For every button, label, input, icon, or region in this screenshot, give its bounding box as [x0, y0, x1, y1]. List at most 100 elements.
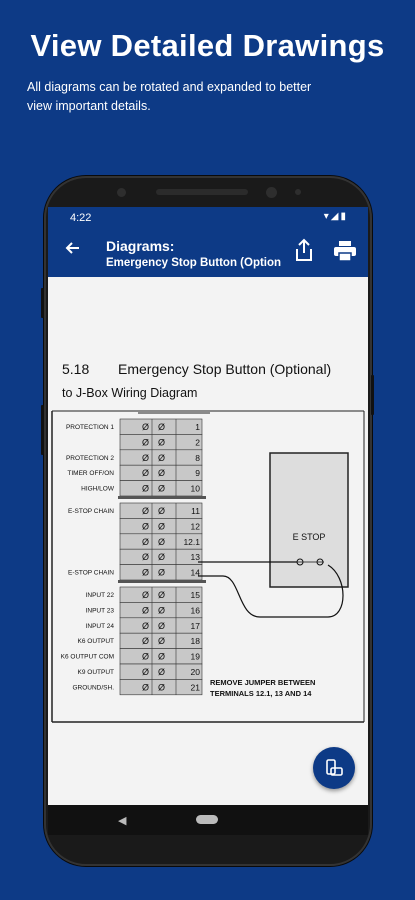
terminal-screw-symbol: Ø [158, 682, 165, 692]
terminal-number: 12 [191, 521, 201, 531]
signal-icon: ◢ [330, 211, 341, 222]
terminal-label: GROUND/SH. [72, 684, 114, 691]
rotate-screen-button[interactable] [313, 747, 355, 789]
terminal-label: K6 OUTPUT COM [61, 654, 114, 661]
terminal-number: 19 [191, 652, 201, 662]
terminal-screw-symbol: Ø [158, 568, 165, 578]
promo-subtext-line1: All diagrams can be rotated and expanded… [27, 80, 312, 94]
sensor-icon [117, 188, 126, 197]
phone-side-button [41, 288, 44, 318]
terminal-number: 17 [191, 621, 201, 631]
terminal-number: 14 [191, 568, 201, 578]
terminal-separator [118, 496, 206, 499]
terminal-label: K6 OUTPUT [78, 638, 115, 645]
terminal-screw-symbol: Ø [142, 652, 149, 662]
terminal-screw-symbol: Ø [142, 521, 149, 531]
terminal-screw-symbol: Ø [142, 437, 149, 447]
wifi-icon: ▾ [323, 211, 331, 222]
terminal-screw-symbol: Ø [158, 484, 165, 494]
diagram-subheading: to J-Box Wiring Diagram [62, 386, 197, 400]
app-bar-title: Diagrams: [106, 238, 175, 254]
terminal-label: E-STOP CHAIN [68, 570, 114, 577]
nav-home-icon[interactable] [196, 815, 218, 824]
print-icon[interactable] [334, 241, 356, 266]
terminal-number: 20 [191, 667, 201, 677]
terminal-label: PROTECTION 1 [66, 424, 114, 431]
terminal-screw-symbol: Ø [142, 537, 149, 547]
diagram-note-line2: TERMINALS 12.1, 13 AND 14 [210, 689, 312, 698]
terminal-number: 13 [191, 552, 201, 562]
battery-icon: ▮ [340, 211, 348, 222]
terminal-screw-symbol: Ø [158, 468, 165, 478]
phone-screen: 4:22 ▾◢▮ Diagrams: Emergency Stop Button… [48, 207, 368, 835]
terminal-number: 16 [191, 605, 201, 615]
terminal-screw-symbol: Ø [142, 506, 149, 516]
rotate-screen-icon [326, 759, 343, 776]
promo-subtext: All diagrams can be rotated and expanded… [27, 78, 357, 116]
nav-back-icon[interactable]: ◀ [118, 815, 127, 827]
terminal-screw-symbol: Ø [158, 590, 165, 600]
wiring-diagram[interactable]: 5.18 Emergency Stop Button (Optional) to… [48, 277, 368, 805]
diagram-section-number: 5.18 [62, 361, 89, 377]
terminal-label: HIGH/LOW [81, 486, 115, 493]
share-icon[interactable] [294, 238, 314, 267]
app-bar: Diagrams: Emergency Stop Button (Optiona… [48, 229, 368, 277]
terminal-screw-symbol: Ø [158, 422, 165, 432]
terminal-label: INPUT 24 [86, 623, 115, 630]
terminal-screw-symbol: Ø [158, 521, 165, 531]
terminal-number: 2 [195, 437, 200, 447]
promo-subtext-line2: view important details. [27, 99, 151, 113]
sensor-icon [295, 189, 301, 195]
terminal-label: K9 OUTPUT [78, 669, 115, 676]
estop-box [269, 452, 349, 588]
terminal-number: 21 [191, 682, 201, 692]
terminal-label: TIMER OFF/ON [67, 470, 114, 477]
terminal-number: 18 [191, 636, 201, 646]
terminal-label: INPUT 22 [86, 592, 115, 599]
front-camera-icon [266, 187, 277, 198]
terminal-screw-symbol: Ø [142, 468, 149, 478]
status-bar: 4:22 ▾◢▮ [48, 207, 368, 229]
terminal-label: INPUT 23 [86, 607, 115, 614]
speaker-grille [156, 189, 248, 195]
terminal-screw-symbol: Ø [142, 484, 149, 494]
terminal-screw-symbol: Ø [158, 437, 165, 447]
terminal-number: 12.1 [183, 537, 200, 547]
terminal-screw-symbol: Ø [158, 552, 165, 562]
system-nav-bar: ◀ [48, 805, 368, 835]
diagram-heading: Emergency Stop Button (Optional) [118, 361, 331, 377]
terminal-separator [118, 580, 206, 583]
estop-label: E STOP [293, 532, 326, 542]
terminal-screw-symbol: Ø [158, 621, 165, 631]
phone-side-button [371, 375, 374, 415]
diagram-viewer[interactable]: 5.18 Emergency Stop Button (Optional) to… [48, 277, 368, 805]
terminal-screw-symbol: Ø [142, 453, 149, 463]
terminal-screw-symbol: Ø [142, 636, 149, 646]
terminal-screw-symbol: Ø [158, 506, 165, 516]
terminal-number: 10 [191, 484, 201, 494]
terminal-screw-symbol: Ø [142, 552, 149, 562]
terminal-screw-symbol: Ø [158, 605, 165, 615]
terminal-screw-symbol: Ø [158, 667, 165, 677]
back-arrow-icon[interactable] [64, 239, 80, 262]
terminal-number: 8 [195, 453, 200, 463]
terminal-screw-symbol: Ø [158, 636, 165, 646]
terminal-screw-symbol: Ø [142, 605, 149, 615]
status-time: 4:22 [70, 212, 92, 224]
phone-side-button [41, 405, 44, 455]
